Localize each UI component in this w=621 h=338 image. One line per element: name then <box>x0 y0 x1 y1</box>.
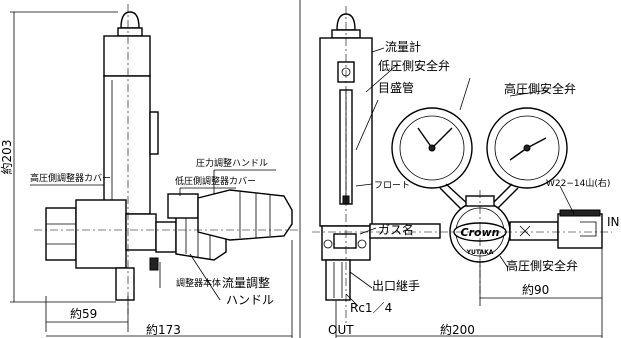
hp-cover-column <box>103 75 151 215</box>
outlet-stub <box>115 267 135 301</box>
brand-sub: YUTAKA <box>466 249 494 256</box>
flow-handle-label-1: 流量調整 <box>222 275 270 290</box>
float-label: フロート <box>374 181 410 191</box>
pressure-adjust-handle <box>197 189 293 241</box>
out-label: OUT <box>328 323 354 337</box>
width-173-label: 約173 <box>146 322 181 337</box>
width-90-label: 約90 <box>522 282 549 297</box>
body-block <box>125 213 157 251</box>
right-view: Crown YUTAKA <box>312 6 612 338</box>
lower-body <box>75 199 127 269</box>
left-view <box>10 4 300 338</box>
regulator-body-label: 調整器本体 <box>176 277 221 289</box>
hp-safety-valve-top-label: 高圧側安全弁 <box>504 81 576 96</box>
width-200-label: 約200 <box>440 322 475 337</box>
outlet-fitting-label: 出口継手 <box>372 278 420 293</box>
hp-safety-valve-bottom-label: 高圧側安全弁 <box>506 258 578 273</box>
gas-name-label: ガス名 <box>378 222 414 237</box>
inlet-nut <box>45 207 77 261</box>
pressure-handle-label: 圧力調整ハンドル <box>196 157 268 169</box>
inlet-nut <box>557 213 603 249</box>
flow-handle-collar <box>155 221 177 253</box>
top-cap <box>120 11 140 29</box>
lp-cover-label: 低圧側調整器カバー <box>175 175 256 187</box>
scale-tube-label: 目盛管 <box>378 80 414 95</box>
flow-handle-label-2: ハンドル <box>226 293 274 307</box>
inlet-thread-label: W22−14山(右) <box>546 177 610 189</box>
rc-thread-label: Rc1／4 <box>350 301 392 315</box>
hp-cover-label: 高圧側調整器カバー <box>30 172 111 184</box>
upper-housing <box>103 35 151 77</box>
in-label: IN <box>607 215 620 229</box>
width-59-label: 約59 <box>70 306 97 321</box>
side-boss <box>149 111 159 155</box>
flowmeter-label: 流量計 <box>385 39 421 54</box>
lp-safety-valve-label: 低圧側安全弁 <box>378 58 450 73</box>
top-cap-base <box>117 27 143 37</box>
lp-cover <box>167 193 199 219</box>
brand-logo: Crown <box>460 226 499 239</box>
outlet-fitting <box>325 259 351 301</box>
height-label: 約203 <box>0 140 14 175</box>
inlet-pipe <box>509 221 559 241</box>
